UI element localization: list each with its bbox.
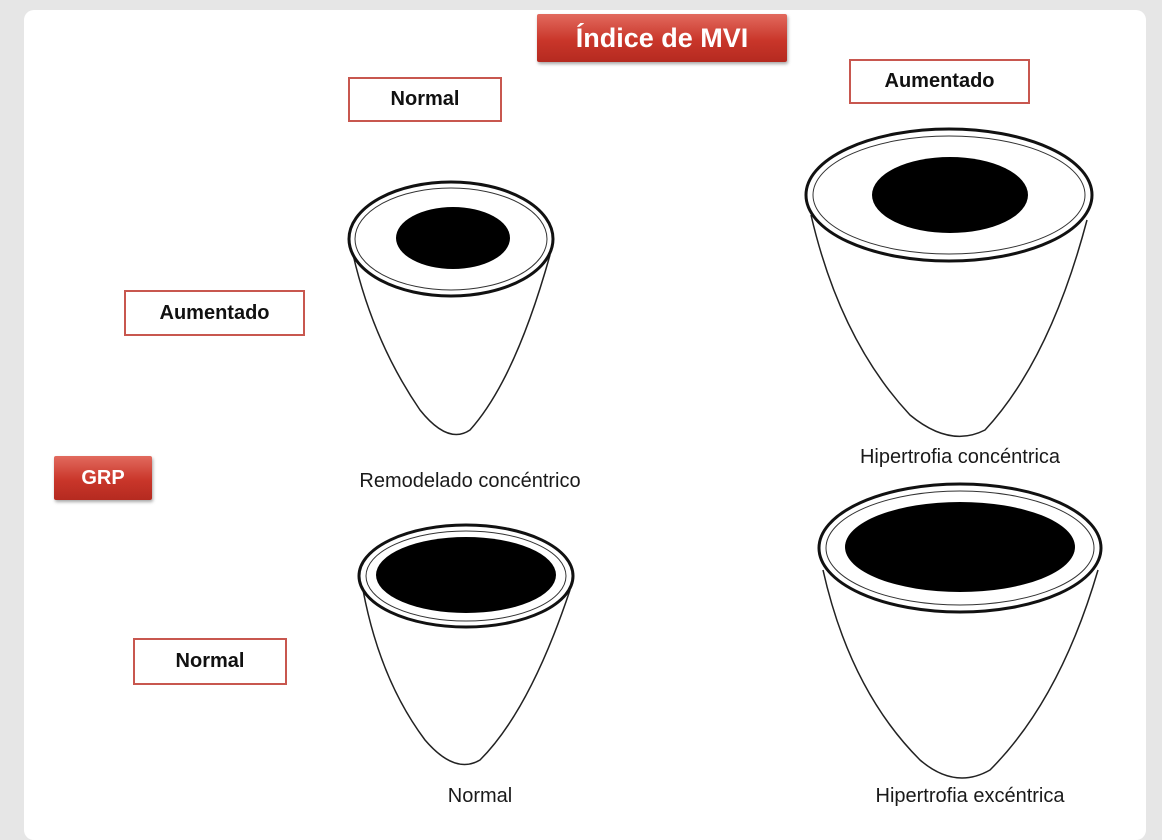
ventricle-cavity xyxy=(376,537,556,613)
caption-concentric-hypertrophy: Hipertrofia concéntrica xyxy=(800,446,1120,469)
ventricle-cavity xyxy=(396,207,510,269)
column-label-increased: Aumentado xyxy=(849,59,1030,104)
ventricle-concentric-remodeling xyxy=(349,182,553,435)
ventricle-diagram xyxy=(0,0,1162,817)
ventricle-eccentric-hypertrophy xyxy=(819,484,1101,778)
ventricle-concentric-hypertrophy xyxy=(806,129,1092,436)
caption-normal: Normal xyxy=(380,785,580,808)
ventricle-cavity xyxy=(845,502,1075,592)
caption-concentric-remodeling: Remodelado concéntrico xyxy=(300,470,640,493)
row-label-normal: Normal xyxy=(133,638,287,685)
ventricle-normal xyxy=(359,525,573,765)
caption-eccentric-hypertrophy: Hipertrofia excéntrica xyxy=(800,785,1140,808)
rwt-axis-title: GRP xyxy=(54,456,152,500)
ventricle-cavity xyxy=(872,157,1028,233)
lvmi-axis-title: Índice de MVI xyxy=(537,14,787,62)
row-label-increased: Aumentado xyxy=(124,290,305,336)
column-label-normal: Normal xyxy=(348,77,502,122)
